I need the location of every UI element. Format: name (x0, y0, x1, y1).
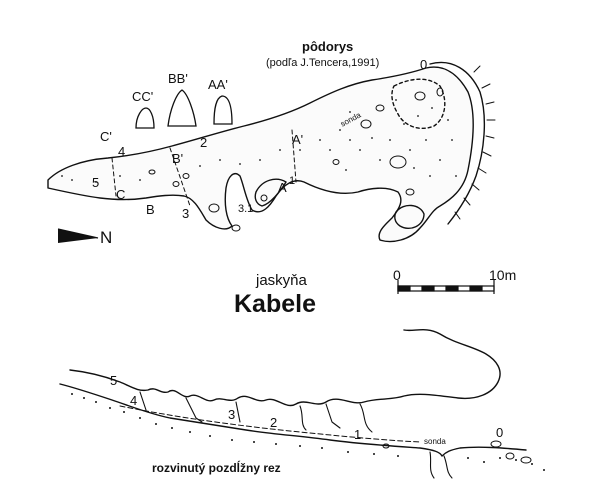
plan-point-b-prime: B' (172, 151, 184, 166)
plan-point-5: 5 (92, 175, 100, 190)
scale-start-label: 0 (393, 267, 401, 283)
scale-bar (397, 280, 495, 294)
profile-blocks (382, 440, 532, 464)
plan-point-b: B (146, 202, 155, 217)
profile-stipple (71, 393, 545, 471)
plan-pillar (254, 178, 287, 207)
profile-point-0: 0 (496, 425, 504, 440)
profile-ceiling (69, 329, 501, 407)
cross-sections (135, 89, 233, 129)
plan-pit (394, 204, 425, 230)
plan-title: pôdorys (302, 39, 354, 54)
profile-floor (59, 383, 527, 457)
cave-name: Kabele (234, 290, 316, 318)
plan-point-0: 0 (420, 57, 428, 72)
plan-point-2: 2 (200, 135, 208, 150)
plan-blocks (148, 87, 444, 232)
plan-view (47, 61, 496, 243)
cross-section-label-aa: AA' (208, 77, 228, 92)
north-arrow-icon (57, 228, 99, 243)
plan-source: (podľa J.Tencera,1991) (266, 57, 380, 69)
plan-slope-hatching (454, 65, 496, 220)
cross-section-cc (135, 107, 155, 129)
plan-point-a-prime: A' (292, 132, 304, 147)
plan-section-lines (111, 129, 297, 207)
cross-section-label-cc: CC' (132, 89, 154, 104)
profile-title: rozvinutý pozdĺžny rez (152, 461, 281, 475)
plan-point-a: A (278, 180, 287, 195)
profile-point-3: 3 (228, 407, 236, 422)
profile-point-1: 1 (354, 427, 362, 442)
cross-section-aa (213, 95, 233, 125)
profile-fissures (139, 391, 453, 479)
profile-point-2: 2 (270, 415, 278, 430)
cross-section-label-bb: BB' (168, 71, 188, 86)
plan-outline (47, 66, 474, 243)
plan-slope-edge (429, 61, 486, 225)
plan-point-c-prime: C' (100, 129, 112, 144)
plan-entrance-outline (391, 78, 446, 130)
plan-point-3: 3 (182, 206, 190, 221)
scale-end-label: 10m (489, 267, 517, 283)
plan-point-a-one: 1 (289, 175, 296, 187)
plan-stipple (61, 99, 457, 183)
plan-point-4: 4 (118, 144, 126, 159)
plan-point-c: C (116, 187, 126, 202)
profile-surface (119, 405, 421, 443)
profile-point-5: 5 (110, 373, 118, 388)
plan-point-3-1: 3.1 (238, 203, 254, 215)
profile-point-4: 4 (130, 393, 138, 408)
profile-sonda-label: sonda (424, 437, 446, 446)
cross-section-bb (167, 89, 197, 127)
profile-view (59, 329, 545, 479)
cave-word: jaskyňa (256, 272, 307, 289)
north-label: N (100, 228, 113, 247)
